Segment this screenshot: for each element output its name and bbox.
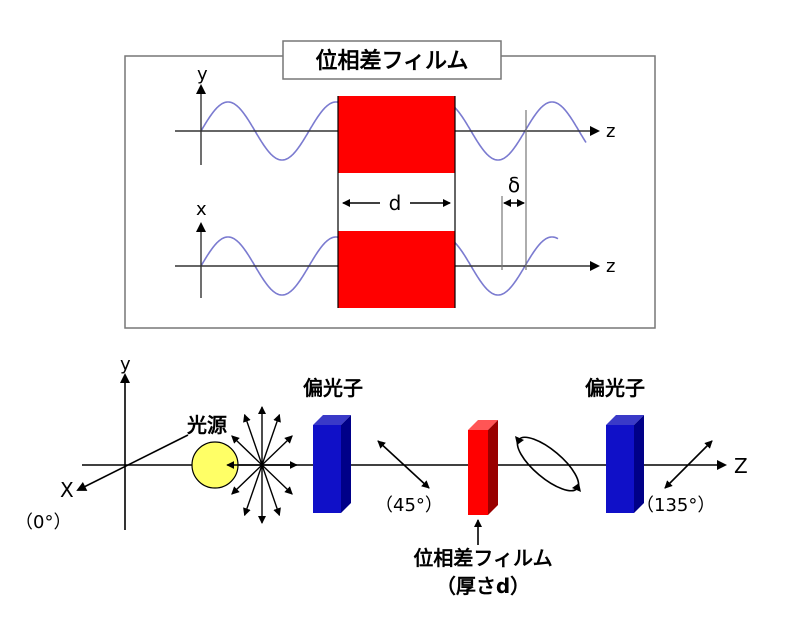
- film-plate: [468, 430, 488, 515]
- polarizer-1-top: [313, 415, 351, 425]
- polarization-135-arrow: [664, 440, 713, 489]
- axis-X-angle: （0°）: [15, 512, 71, 533]
- axis-y-label: y: [197, 64, 208, 85]
- top-panel-title: 位相差フィルム: [315, 48, 468, 74]
- film-label-line1: 位相差フィルム: [413, 546, 552, 570]
- film-label-line2: （厚さd）: [436, 574, 530, 598]
- polarizer-2-top: [606, 415, 644, 425]
- axis-y-bottom-label: y: [120, 354, 131, 375]
- ellipse-direction-arrow: [515, 436, 524, 445]
- polarizer-2-label: 偏光子: [585, 376, 645, 400]
- polarizer-2-angle: （135°）: [636, 495, 715, 516]
- light-source-label: 光源: [186, 413, 227, 437]
- polarizer-2-side: [634, 415, 644, 513]
- thickness-label: d: [389, 191, 402, 215]
- film-side: [488, 420, 498, 515]
- polarizer-1-side: [341, 415, 351, 513]
- polarizer-1-angle: （45°）: [375, 495, 443, 516]
- polarizer-1: [313, 425, 341, 513]
- axis-x-label: x: [196, 199, 207, 220]
- axis-z-upper-label: z: [606, 121, 615, 142]
- thickness-label-bg: [380, 190, 410, 216]
- axis-Z-label: Z: [734, 454, 748, 478]
- unpolarized-light-star: [226, 406, 298, 524]
- top-panel-title-box: [282, 40, 502, 80]
- axis-X-label: X: [60, 478, 74, 502]
- axis-X-line: [76, 434, 189, 491]
- polarizer-1-label: 偏光子: [303, 376, 363, 400]
- polarization-45-arrow: [377, 440, 430, 489]
- top-panel: 位相差フィルム y z x z d δ: [124, 40, 656, 329]
- film-block-upper: [338, 96, 455, 173]
- polarizer-2: [606, 425, 634, 513]
- ellipse-direction-arrow-2: [572, 483, 581, 492]
- star-ray: [243, 413, 281, 517]
- bottom-panel: Z y X （0°） 光源 偏光子 （45°） 位相差フィルム （厚さd）: [15, 354, 748, 598]
- phase-label: δ: [508, 173, 520, 197]
- film-block-lower: [338, 231, 455, 308]
- axis-z-lower-label: z: [606, 256, 615, 277]
